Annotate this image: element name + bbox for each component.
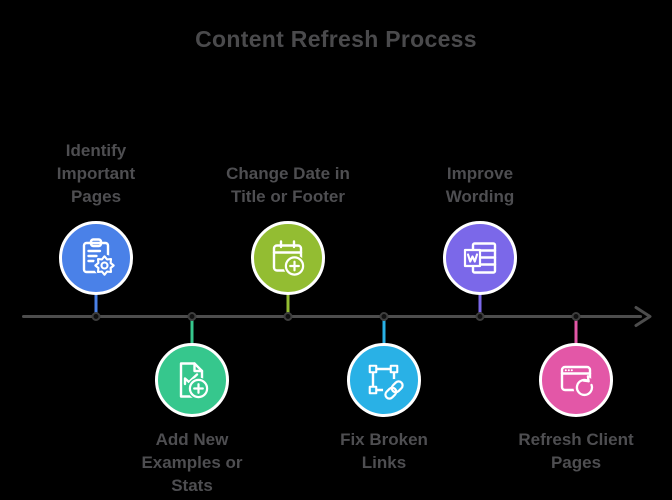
timeline-dot (283, 312, 293, 321)
milestone-bubble (155, 343, 229, 417)
selection-link-icon (368, 364, 405, 401)
milestone-bubble (443, 221, 517, 295)
page-title: Content Refresh Process (195, 26, 477, 52)
timeline-dot (187, 312, 197, 321)
milestone-label: Improve Wording (445, 164, 515, 206)
milestone-connector (94, 294, 98, 318)
timeline-dot (91, 312, 101, 321)
milestone-connector (382, 316, 386, 344)
milestone-connector (190, 316, 194, 344)
milestone-label: Fix Broken Links (340, 430, 428, 472)
milestone-bubble (59, 221, 133, 295)
milestone-label: Identify Important Pages (56, 141, 136, 206)
browser-refresh-icon (560, 365, 596, 399)
milestone-bubble (539, 343, 613, 417)
milestone-label: Change Date in Title or Footer (226, 164, 350, 206)
timeline-dot (475, 312, 485, 321)
timeline-line (22, 315, 642, 318)
calendar-plus-icon (272, 240, 306, 277)
milestone-connector (286, 294, 290, 318)
timeline-arrowhead-icon (634, 306, 652, 327)
milestone-label: Add New Examples or Stats (141, 430, 243, 495)
milestone-bubble (347, 343, 421, 417)
timeline-dot (571, 312, 581, 321)
word-document-icon (463, 242, 497, 274)
milestone-label: Refresh Client Pages (518, 430, 634, 472)
milestone-connector (478, 294, 482, 318)
timeline-dot (379, 312, 389, 321)
milestone-connector (574, 316, 578, 344)
clipboard-gear-icon (82, 238, 116, 277)
document-chart-plus-icon (179, 362, 210, 400)
milestone-bubble (251, 221, 325, 295)
